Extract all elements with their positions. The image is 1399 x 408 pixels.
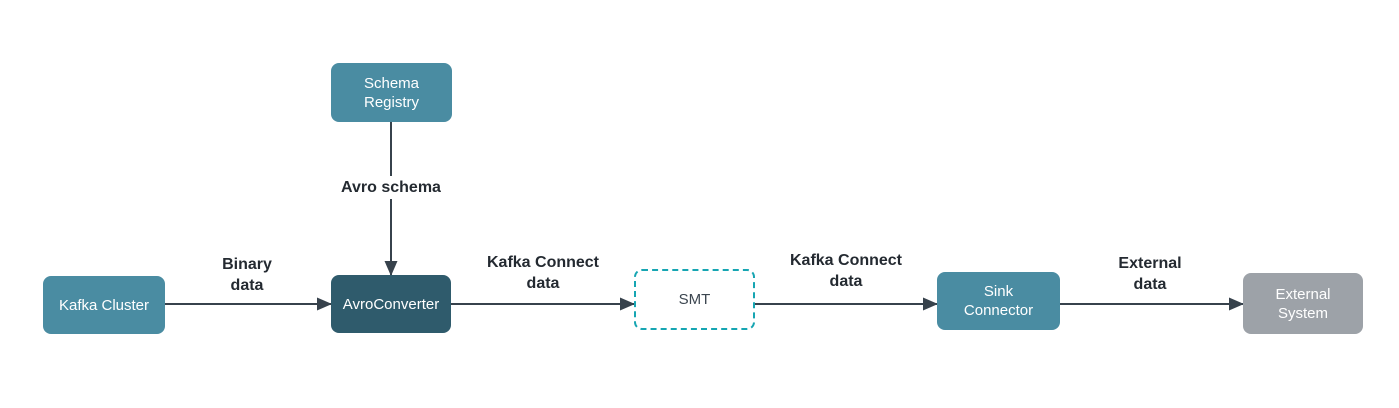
edge-label-kafka-connect-data-left: Kafka Connect data bbox=[486, 254, 600, 292]
node-avro-converter: AvroConverter bbox=[331, 275, 451, 333]
node-external-system: External System bbox=[1243, 273, 1363, 334]
edge-label-kafka-connect-data-right: Kafka Connect data bbox=[789, 252, 903, 290]
node-smt: SMT bbox=[634, 269, 755, 330]
node-schema-registry: Schema Registry bbox=[331, 63, 452, 122]
edge-label-external-data: External data bbox=[1118, 255, 1182, 293]
edge-label-binary-data: Binary data bbox=[222, 256, 272, 294]
edge-label-avro-schema: Avro schema bbox=[336, 176, 446, 199]
node-kafka-cluster: Kafka Cluster bbox=[43, 276, 165, 334]
node-sink-connector: Sink Connector bbox=[937, 272, 1060, 330]
